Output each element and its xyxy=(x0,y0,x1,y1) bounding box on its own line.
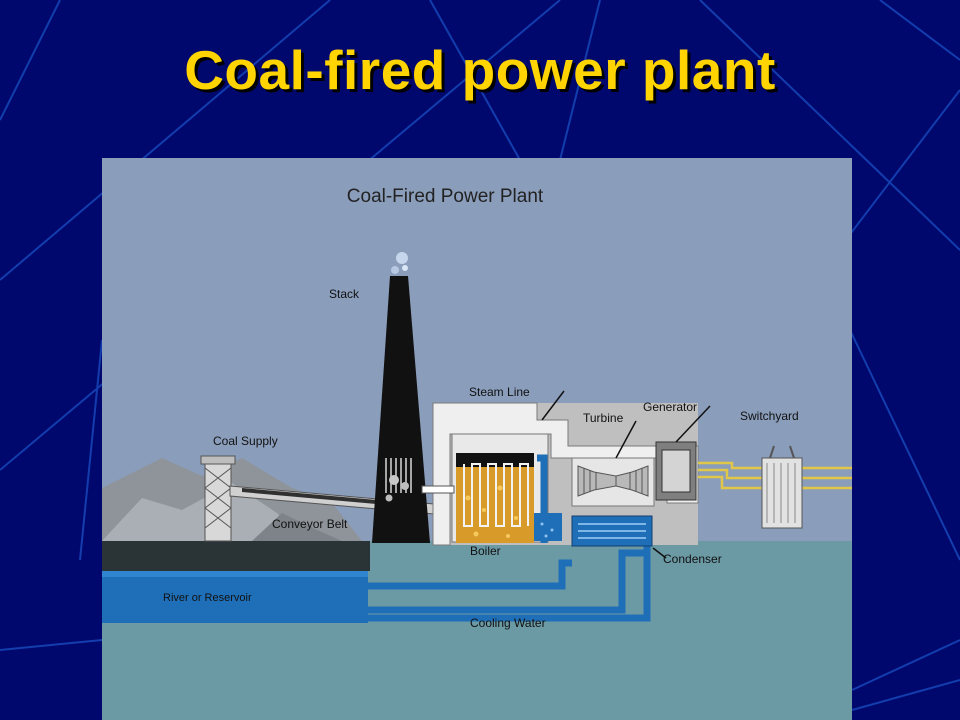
label-stack: Stack xyxy=(329,287,360,301)
label-condenser: Condenser xyxy=(663,552,722,566)
power-lines xyxy=(698,461,852,490)
generator xyxy=(655,441,697,501)
turbine xyxy=(571,457,655,507)
label-river-reservoir: River or Reservoir xyxy=(163,592,252,604)
diagram-title: Coal-Fired Power Plant xyxy=(347,186,544,207)
slide-title: Coal-fired power plant xyxy=(184,39,776,101)
label-boiler: Boiler xyxy=(470,544,501,558)
switchyard-transformer xyxy=(761,445,803,529)
label-cooling-water: Cooling Water xyxy=(470,616,546,630)
label-turbine: Turbine xyxy=(583,411,624,425)
coal-supply-tower xyxy=(200,455,236,542)
label-conveyor-belt: Conveyor Belt xyxy=(272,517,348,531)
condenser xyxy=(571,515,653,547)
river-reservoir xyxy=(102,571,368,623)
power-plant-diagram: Coal-Fired Power Plant Stack Steam Line … xyxy=(102,158,852,720)
label-coal-supply: Coal Supply xyxy=(213,434,278,448)
soil-strip xyxy=(102,541,370,571)
leader-lines xyxy=(541,390,711,559)
label-switchyard: Switchyard xyxy=(740,409,799,423)
smoke-stack xyxy=(372,252,430,543)
boiler xyxy=(456,453,534,543)
label-steam-line: Steam Line xyxy=(469,385,530,399)
label-generator: Generator xyxy=(643,400,697,414)
